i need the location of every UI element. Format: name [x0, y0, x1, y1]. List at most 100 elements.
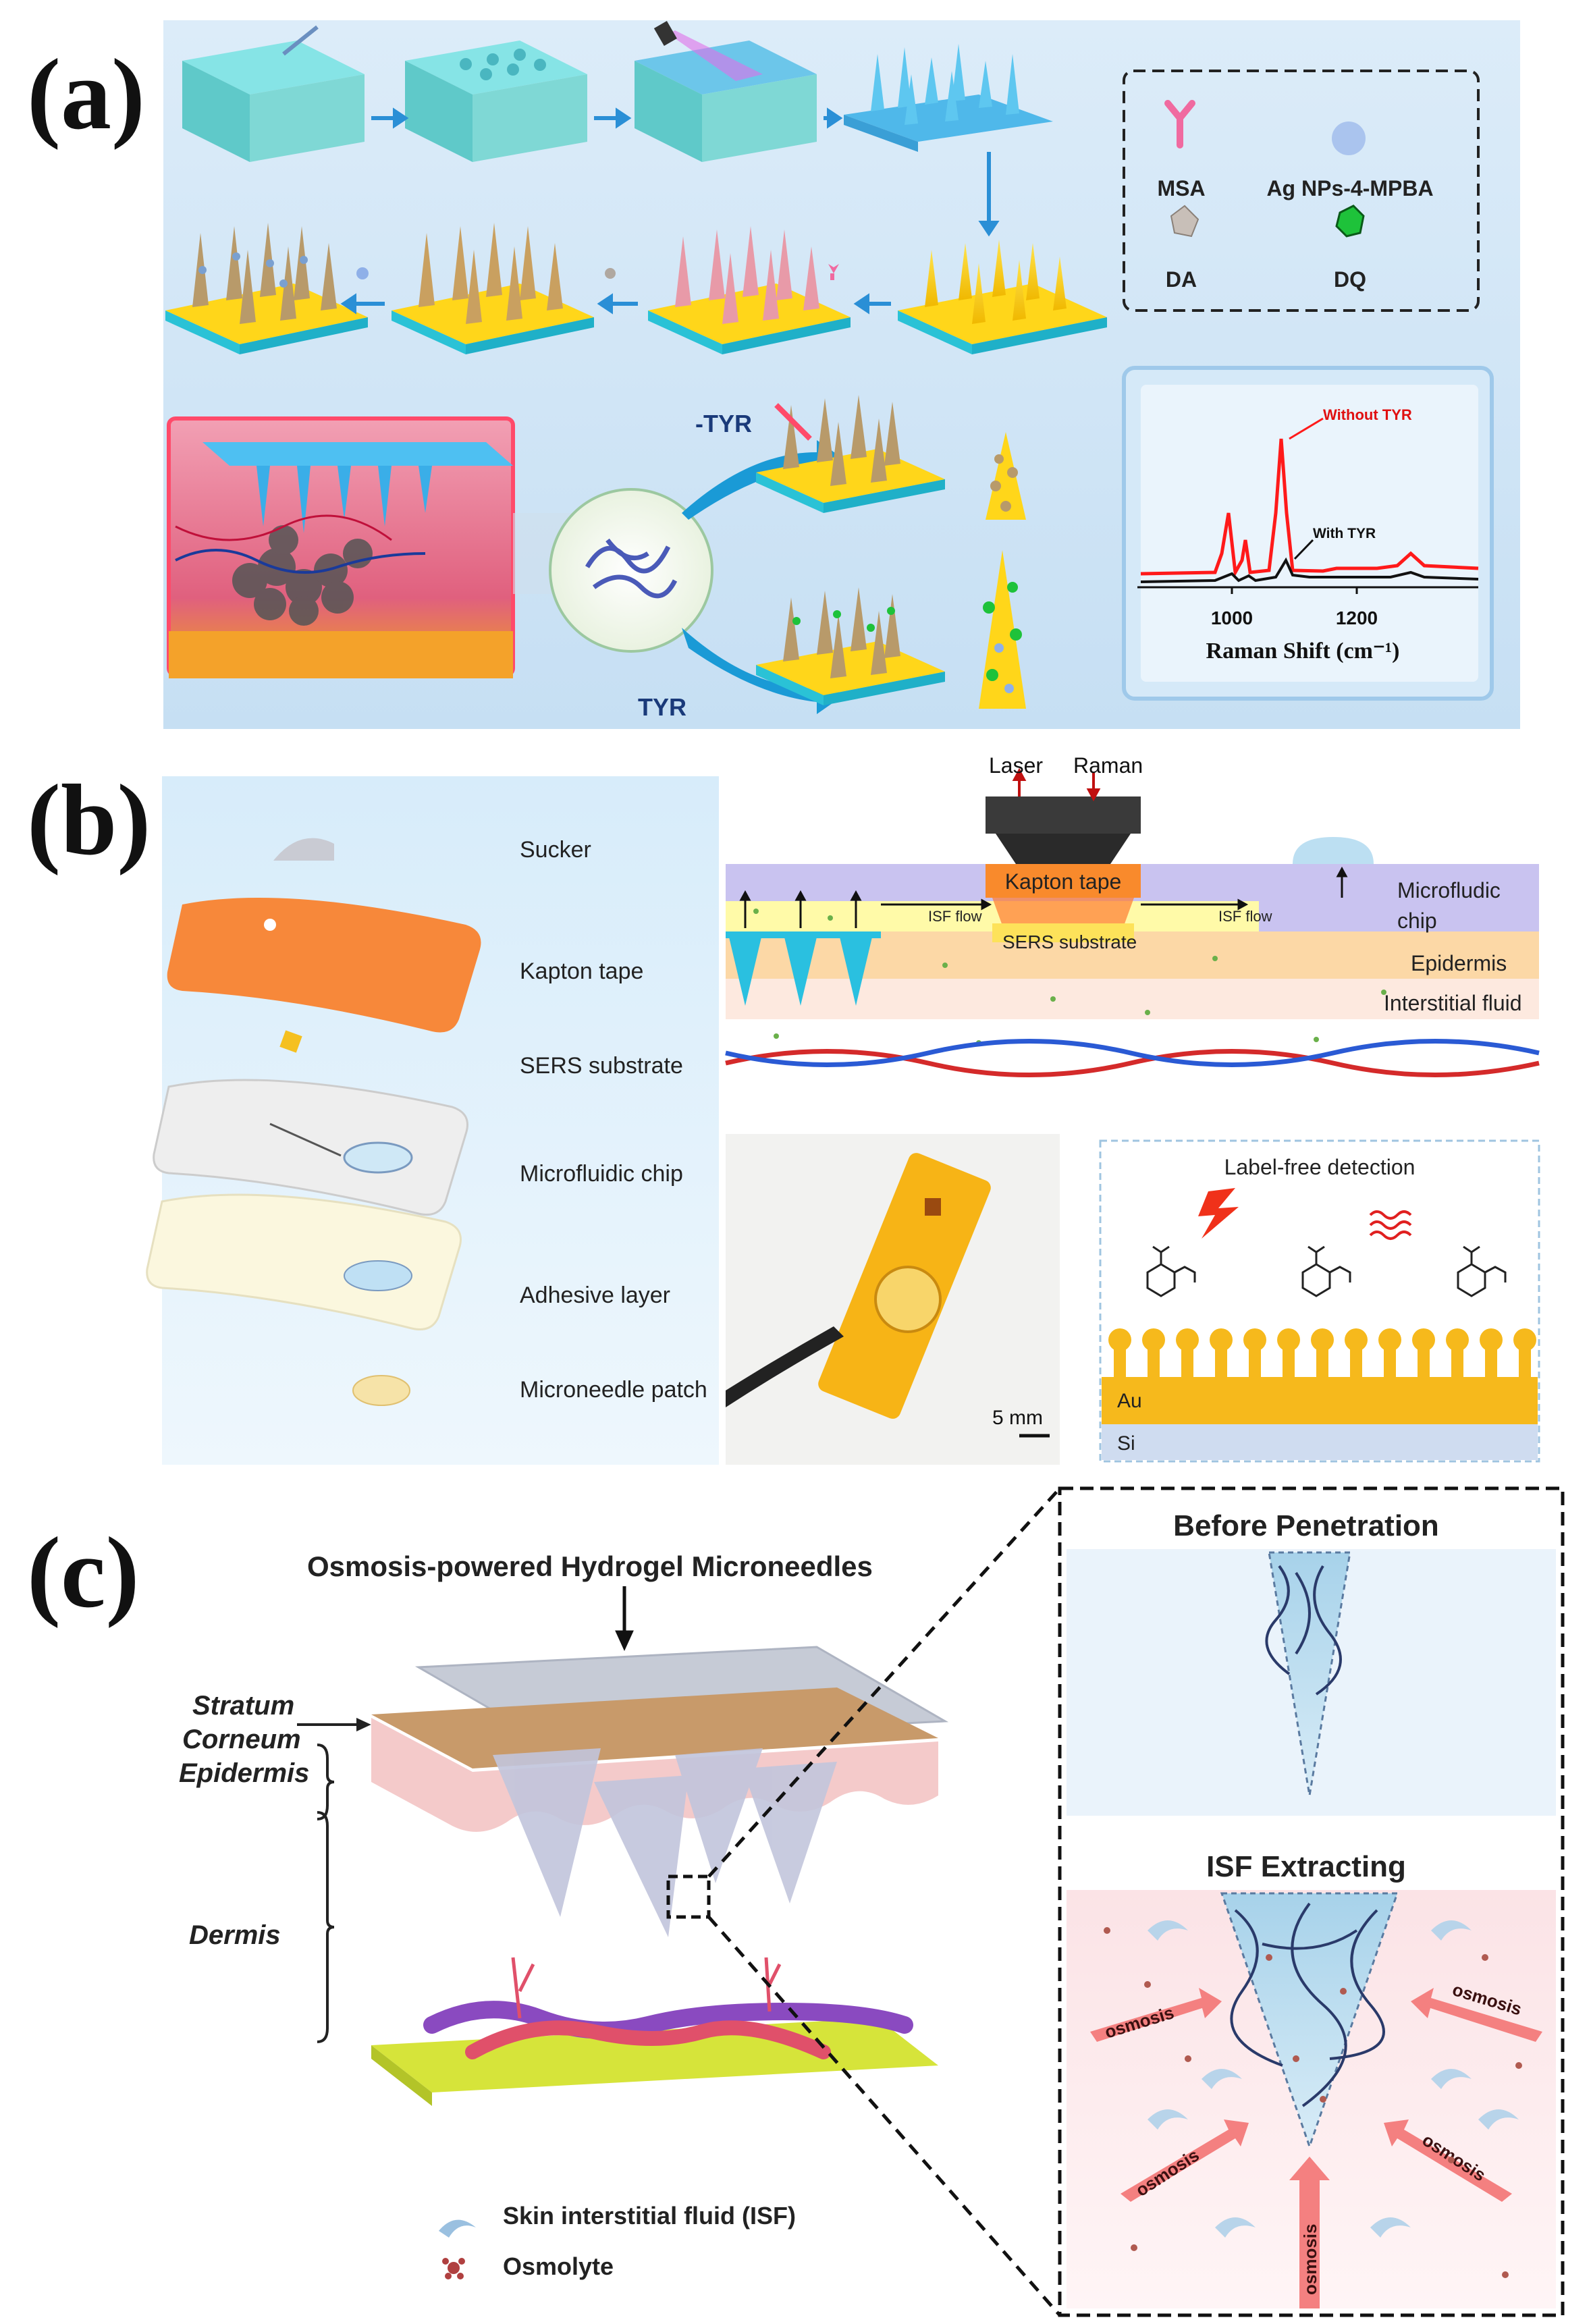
exploded-labels: Sucker Kapton tape SERS substrate Microf… [520, 837, 707, 1403]
needle-array-blue [844, 44, 1053, 152]
skin-layer-braces [297, 1717, 371, 2043]
process-arrows-row-2 [340, 264, 891, 315]
skin-layer-labels: Stratum Corneum Epidermis Dermis [179, 1691, 309, 1950]
needle-array-without-tyr [756, 395, 945, 513]
mold-cube-1 [182, 25, 365, 162]
adhesive-layer-shape [146, 1193, 462, 1330]
reagent-legend: MSA Ag NPs-4-MPBA DA DQ [1123, 70, 1480, 312]
panel-a-label: (a) [27, 38, 145, 151]
legend-isf: Skin interstitial fluid (ISF) [503, 2202, 796, 2230]
before-penetration-title: Before Penetration [1173, 1509, 1439, 1542]
stratum-corneum-layer [371, 1687, 938, 1768]
aspirin-molecules [1146, 1245, 1507, 1297]
device-sers-chip [925, 1198, 941, 1216]
label-neg-tyr: -TYR [695, 410, 752, 437]
device-cross-section: Laser Raman Kapton tape ISF flow ISF flo… [725, 753, 1540, 1077]
raman-curve-with-tyr [1140, 557, 1479, 583]
au-layer [1102, 1377, 1538, 1424]
legend-dq: DQ [1334, 267, 1366, 292]
zoom-lines [707, 1487, 1061, 2317]
osmosis-arrows [1090, 1988, 1542, 2308]
label-kapton-tape-cross: Kapton tape [1005, 869, 1122, 894]
exploded-layers [146, 838, 481, 1406]
label-epidermis-cross: Epidermis [1411, 951, 1507, 975]
label-microfludic: Microfludic [1397, 878, 1501, 902]
label-microfluidic-chip: Microfluidic chip [520, 1161, 683, 1187]
microneedle-skin-diagram [371, 1646, 949, 2106]
label-laser: Laser [989, 753, 1043, 778]
panel-a: (a) [27, 20, 1520, 729]
kapton-tape-shape [167, 898, 481, 1033]
label-interstitial-fluid: Interstitial fluid [1384, 991, 1522, 1015]
title-down-arrow [615, 1586, 634, 1652]
tweezers [726, 1326, 844, 1407]
label-stratum: Stratum [192, 1691, 294, 1721]
swollen-needle-tip [1220, 1892, 1399, 2150]
needle-array-functionalized-2 [392, 223, 594, 354]
device-sucker [874, 1266, 942, 1333]
legend-da: DA [1166, 267, 1197, 292]
label-au: Au [1117, 1390, 1142, 1412]
needle-array-yellow [898, 240, 1107, 354]
single-needle-without-tyr [986, 432, 1026, 520]
label-microneedle-patch: Microneedle patch [520, 1377, 707, 1403]
osmolyte-dots [1104, 1927, 1522, 2278]
raman-spectrum-inset: Without TYR With TYR 1000 1200 Raman Shi… [1122, 366, 1494, 701]
single-needle-with-tyr [979, 550, 1026, 709]
mold-cube-2 [405, 40, 587, 162]
si-layer [1102, 1424, 1538, 1460]
sucker-dome [1293, 837, 1374, 864]
blood-vessel-red [725, 1049, 1540, 1077]
label-isf-flow-1: ISF flow [928, 908, 982, 925]
label-kapton-tape: Kapton tape [520, 958, 643, 984]
msa-icon [1164, 100, 1195, 148]
sers-substrate-chip [279, 1030, 302, 1053]
isf-swirl-icons [1148, 1920, 1519, 2238]
panel-c-title: Osmosis-powered Hydrogel Microneedles [307, 1550, 873, 1582]
label-chip: chip [1397, 909, 1437, 933]
raman-tick-1200: 1200 [1336, 607, 1378, 628]
osmolyte-legend-icon [442, 2258, 465, 2279]
panel-c-legend: Skin interstitial fluid (ISF) Osmolyte [439, 2202, 796, 2280]
photo-scale-label: 5 mm [992, 1407, 1043, 1429]
microneedles-cross [726, 931, 881, 1006]
hydrogel-needles [493, 1748, 837, 1937]
laser-raman-arrows [1012, 767, 1101, 802]
interstitial-fluid-layer [726, 979, 1539, 1019]
polymer-network-swollen [1230, 1902, 1385, 2107]
au-pillars [1108, 1328, 1536, 1380]
panel-c: (c) Osmosis-powered Hydrogel Microneedle… [27, 1486, 1565, 2317]
label-si: Si [1117, 1432, 1135, 1455]
panel-c-label: (c) [27, 1517, 139, 1629]
laser-bolt-icon [1198, 1188, 1239, 1239]
label-raman: Raman [1073, 753, 1143, 778]
mold-cube-3-uv [635, 21, 817, 162]
raman-scatter-icon [1369, 1210, 1412, 1240]
label-epidermis-c: Epidermis [179, 1758, 309, 1788]
needle-array-with-tyr [756, 587, 945, 705]
panel-b-label: (b) [27, 764, 151, 876]
label-dermis: Dermis [189, 1920, 281, 1950]
panel-b: (b) Sucker Kapton tape SERS substrate Mi… [27, 753, 1540, 1465]
isf-flow-arrows [739, 866, 1348, 928]
label-sers-substrate: SERS substrate [520, 1053, 683, 1079]
legend-agnp: Ag NPs-4-MPBA [1266, 176, 1433, 200]
process-arrows-row-1 [371, 107, 1000, 237]
sucker-shape [273, 838, 334, 861]
skin-tissue-block [167, 416, 515, 678]
raman-curve-without-tyr [1140, 438, 1479, 578]
zoom-box [666, 1874, 711, 1919]
raman-objective [986, 796, 1141, 834]
detection-title: Label-free detection [1224, 1155, 1415, 1179]
da-icon [1170, 205, 1199, 238]
label-sucker: Sucker [520, 837, 591, 863]
legend-osmolyte: Osmolyte [503, 2252, 614, 2280]
label-isf-flow-2: ISF flow [1218, 908, 1272, 925]
needle-array-functionalized-3 [165, 223, 368, 354]
isf-legend-icon [439, 2219, 476, 2238]
blood-vessel-blue [725, 1039, 1540, 1067]
legend-msa: MSA [1157, 176, 1205, 200]
kapton-tape-block [986, 864, 1141, 898]
label-corneum: Corneum [182, 1725, 301, 1754]
